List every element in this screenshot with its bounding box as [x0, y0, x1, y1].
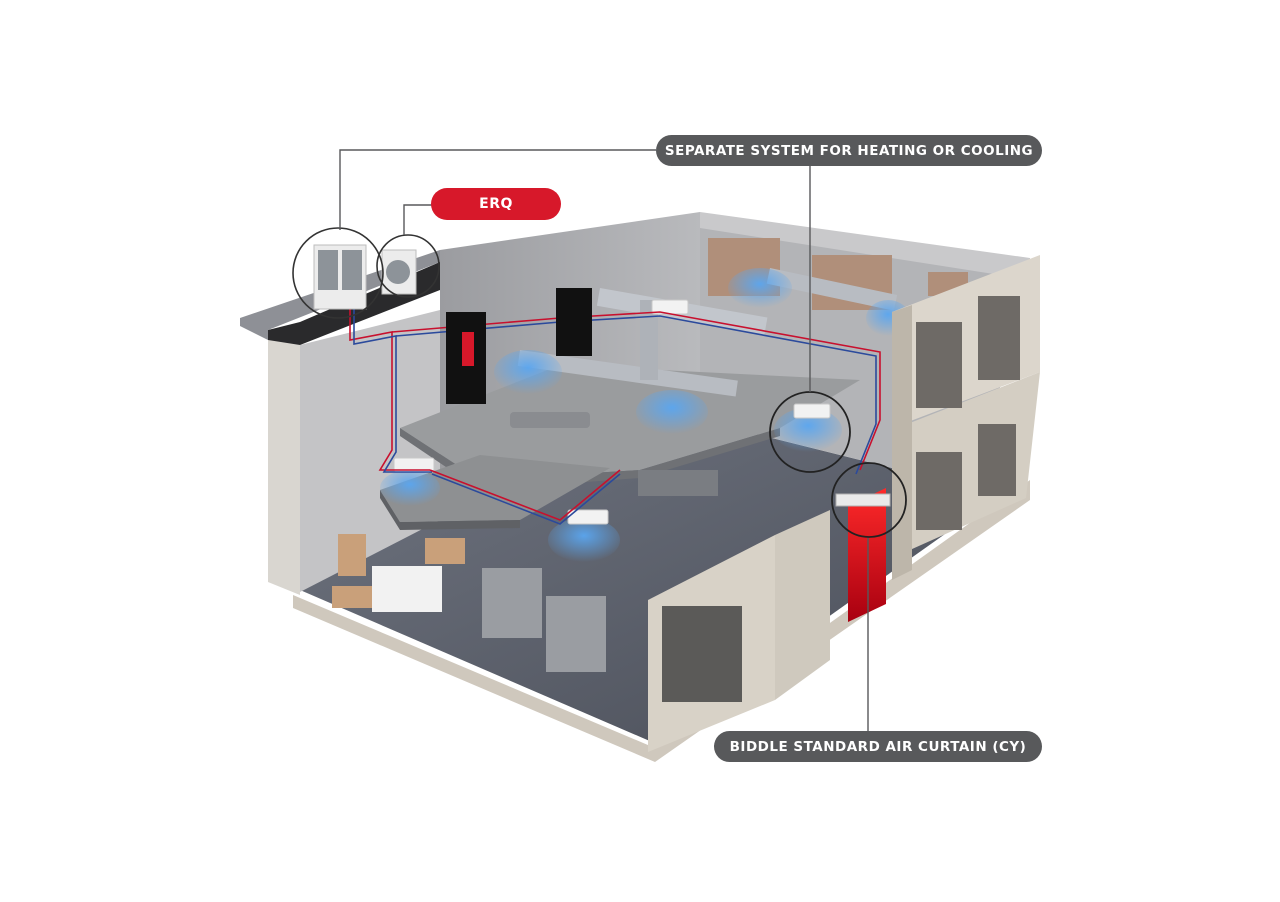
left-wall — [268, 335, 300, 595]
highlight-circle-outdoor-large — [292, 227, 384, 319]
front-facade-mid — [775, 510, 830, 700]
facade-window — [916, 322, 962, 408]
facade-window — [916, 452, 962, 530]
storage-box — [372, 566, 442, 612]
highlight-circle-outdoor-small — [376, 234, 440, 298]
label-air-curtain: BIDDLE STANDARD AIR CURTAIN (CY) — [714, 731, 1042, 762]
shelving-unit — [482, 568, 542, 638]
storage-box — [338, 534, 366, 576]
sofa — [510, 412, 590, 428]
highlight-circle-air-curtain — [831, 462, 907, 538]
duct-1 — [517, 350, 738, 397]
label-separate-system: SEPARATE SYSTEM FOR HEATING OR COOLING — [656, 135, 1042, 166]
air-glow-2 — [636, 390, 708, 434]
air-glow-1 — [494, 350, 562, 394]
air-curtain-doorway — [848, 488, 886, 622]
lower-platform-edge — [380, 490, 520, 530]
shop-window — [662, 606, 742, 702]
vrv-outdoor-unit-icon — [313, 244, 367, 310]
label-erq: ERQ — [431, 188, 561, 220]
storage-box — [425, 538, 465, 564]
erq-outdoor-unit-icon — [381, 249, 417, 295]
leader-line-erq — [403, 204, 432, 235]
duct-4 — [766, 268, 898, 311]
front-facade-pillar — [892, 305, 912, 580]
storage-box — [332, 586, 372, 608]
mezzanine-floor — [400, 365, 860, 480]
air-glow-5 — [380, 470, 440, 506]
lower-platform — [380, 455, 610, 522]
air-glow-7 — [774, 408, 842, 452]
facade-window — [978, 296, 1020, 380]
ceiling-cassette-icon — [793, 403, 831, 419]
display-panel — [556, 288, 592, 356]
air-curtain-icon — [835, 493, 891, 507]
duct-3 — [640, 300, 658, 380]
air-glow-6 — [548, 518, 620, 562]
shelving-unit — [546, 596, 606, 672]
air-glow-3 — [728, 268, 792, 308]
red-dress — [462, 332, 474, 366]
refrigerant-pipes — [349, 300, 881, 525]
counter — [638, 470, 718, 496]
facade-window — [978, 424, 1016, 496]
leader-line-separate-system-left — [339, 149, 656, 230]
